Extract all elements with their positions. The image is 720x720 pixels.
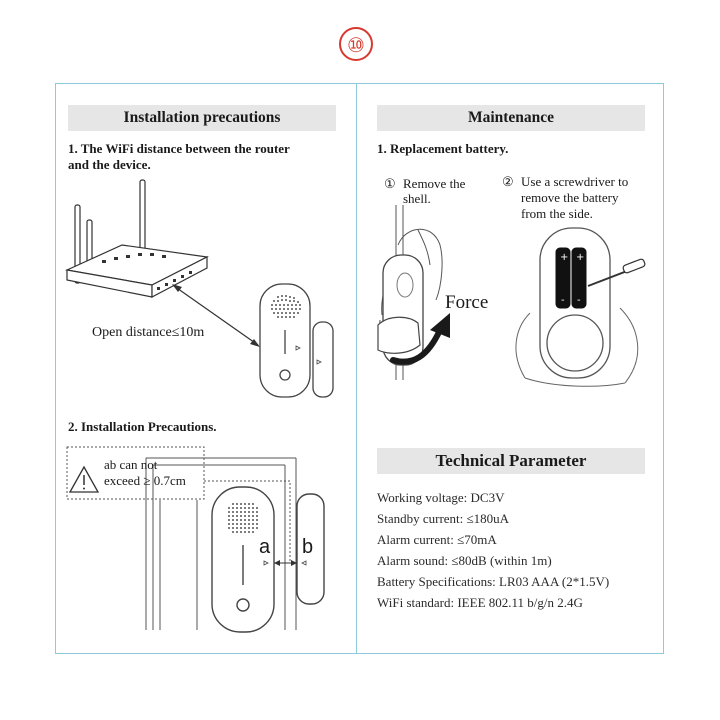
installation-precautions-header: Installation precautions: [68, 105, 336, 131]
sub2-line1: Use a screwdriver to: [521, 174, 629, 189]
warning-line1: ab can not: [104, 457, 158, 472]
svg-text:+: +: [576, 252, 584, 263]
sub1-line1: Remove the: [403, 176, 466, 191]
step1-title-line2: and the device.: [68, 157, 151, 172]
param-battery-spec: Battery Specifications: LR03 AAA (2*1.5V…: [377, 574, 610, 589]
step1-title-line1: 1. The WiFi distance between the router: [68, 141, 290, 156]
label-a: a: [259, 536, 271, 558]
content-frame: [55, 83, 664, 654]
svg-text:-: -: [561, 295, 565, 306]
shell-removal-illustration: [377, 205, 443, 380]
column-divider: [356, 83, 357, 654]
param-alarm-current: Alarm current: ≤70mA: [377, 532, 497, 547]
param-standby-current: Standby current: ≤180uA: [377, 511, 510, 526]
sub2-line2: remove the battery: [521, 190, 619, 205]
sub1-number: ①: [384, 176, 396, 191]
force-label: Force: [445, 292, 489, 313]
router-illustration: [64, 179, 209, 298]
warning-line2: exceed ≥ 0.7cm: [104, 473, 186, 488]
sub1-line2: shell.: [403, 191, 431, 206]
distance-label: Open distance≤10m: [92, 325, 205, 340]
technical-parameter-header: Technical Parameter: [377, 448, 645, 474]
maintenance-header: Maintenance: [377, 105, 645, 131]
param-working-voltage: Working voltage: DC3V: [377, 490, 505, 505]
page-number: ⑩: [339, 27, 373, 61]
label-b: b: [302, 536, 314, 558]
force-arrow: [390, 313, 450, 365]
sub2-number: ②: [502, 174, 514, 189]
svg-text:+: +: [560, 252, 568, 263]
step2-title: 2. Installation Precautions.: [68, 419, 217, 434]
replacement-battery-title: 1. Replacement battery.: [377, 141, 509, 156]
sensor-illustration: [259, 283, 334, 398]
svg-text:-: -: [577, 295, 581, 306]
param-wifi-standard: WiFi standard: IEEE 802.11 b/g/n 2.4G: [377, 595, 583, 610]
param-alarm-sound: Alarm sound: ≤80dB (within 1m): [377, 553, 552, 568]
sub2-line3: from the side.: [521, 206, 593, 221]
battery-removal-illustration: + + - -: [515, 227, 646, 387]
